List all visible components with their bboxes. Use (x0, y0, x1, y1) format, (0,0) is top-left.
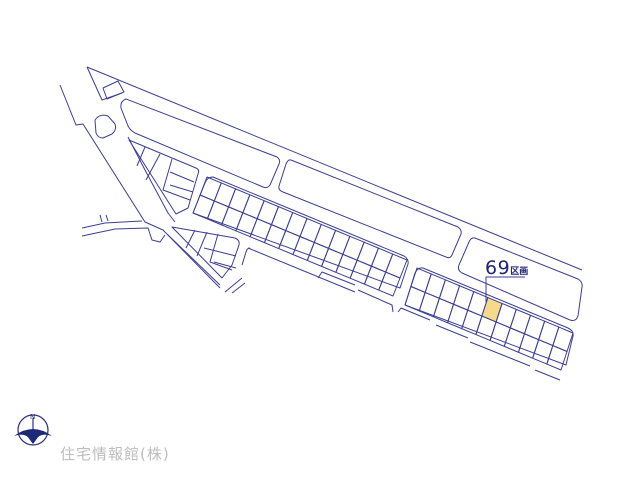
lot (206, 200, 230, 226)
lot (192, 194, 215, 220)
lot (404, 286, 426, 312)
lot (270, 206, 294, 232)
lot (363, 265, 387, 291)
lot (523, 314, 546, 341)
lot (410, 267, 432, 293)
company-name: 住宅情報館(株) (60, 445, 170, 463)
lot (199, 176, 222, 202)
lot (378, 271, 401, 297)
lot (356, 241, 379, 267)
lot (370, 247, 394, 273)
compass-north-label: N (30, 413, 35, 421)
west-road-edge (59, 84, 221, 289)
lot (285, 212, 308, 237)
lot (185, 229, 237, 271)
block-north-3 (457, 237, 583, 321)
lot (385, 253, 408, 279)
lot (453, 285, 475, 311)
lot-label-leader (485, 276, 525, 302)
lot (342, 235, 365, 261)
compass: N (14, 413, 52, 446)
lot (249, 218, 272, 244)
highlighted-lot-label: 69区画 (485, 257, 528, 279)
block-north-2 (278, 159, 462, 259)
lot (424, 273, 446, 299)
lot (136, 146, 195, 201)
lot (418, 291, 440, 318)
lot (538, 320, 560, 347)
block-north-1 (120, 98, 281, 189)
triangle-block (128, 139, 200, 215)
lot (532, 339, 554, 365)
lot (213, 182, 237, 208)
triangle-lots (136, 146, 237, 271)
west-spur-road (81, 214, 166, 243)
south-west-block (171, 226, 240, 279)
south-strip-1 (241, 247, 356, 293)
north-boundary (86, 66, 583, 271)
lots (192, 176, 574, 371)
lot (228, 188, 251, 214)
lot (292, 236, 315, 261)
lot (438, 279, 461, 305)
west-road-edge-2 (127, 136, 176, 223)
compass-wings-icon (14, 429, 52, 444)
lot (546, 345, 568, 371)
lot (306, 241, 330, 267)
roads (59, 66, 583, 294)
south-strip-2 (317, 271, 394, 313)
lot (256, 200, 279, 226)
roundabout-island (94, 114, 117, 139)
lot (242, 194, 265, 220)
lot (461, 309, 483, 336)
lot-unit: 区画 (510, 267, 529, 277)
lot (349, 259, 372, 285)
lot (313, 223, 337, 249)
lot-row-east-outline (404, 267, 574, 366)
south-west-edge (167, 234, 246, 294)
leader-line (485, 276, 525, 302)
small-plot (102, 80, 125, 100)
lot (328, 229, 351, 255)
south-strip-3 (397, 307, 561, 381)
lot-number: 69 (485, 257, 511, 279)
lot (517, 333, 540, 359)
lot (299, 218, 322, 243)
compass-ring (17, 414, 49, 446)
lot (509, 308, 531, 335)
lot (235, 212, 258, 238)
highlighted-lot (481, 297, 503, 323)
